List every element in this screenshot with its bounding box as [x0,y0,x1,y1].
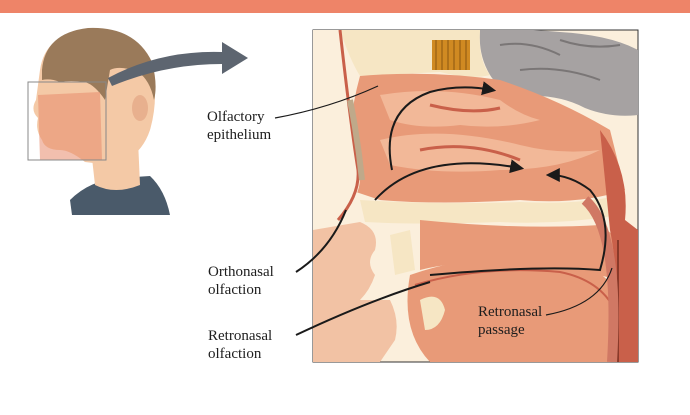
airflow-arrow-icon [388,81,497,171]
leader-line-passage [545,267,613,316]
pointer-arrow-icon [108,42,248,86]
label-orthonasal-olfaction: Orthonasal olfaction [208,264,274,298]
leader-line-retronasal [295,281,431,336]
label-retronasal-olfaction: Retronasal olfaction [208,328,273,362]
top-accent-bar [0,0,690,13]
leader-line-olfactory [274,85,379,119]
airflow-arrow-icon [374,159,525,201]
label-retronasal-passage: Retronasal passage [478,304,543,338]
label-olfactory-epithelium: Olfactory epithelium [207,109,272,143]
leader-line-orthonasal [295,209,347,273]
nasal-cross-section [313,30,638,362]
airflow-arrow-icon [429,168,607,276]
head-profile-icon [27,27,170,215]
